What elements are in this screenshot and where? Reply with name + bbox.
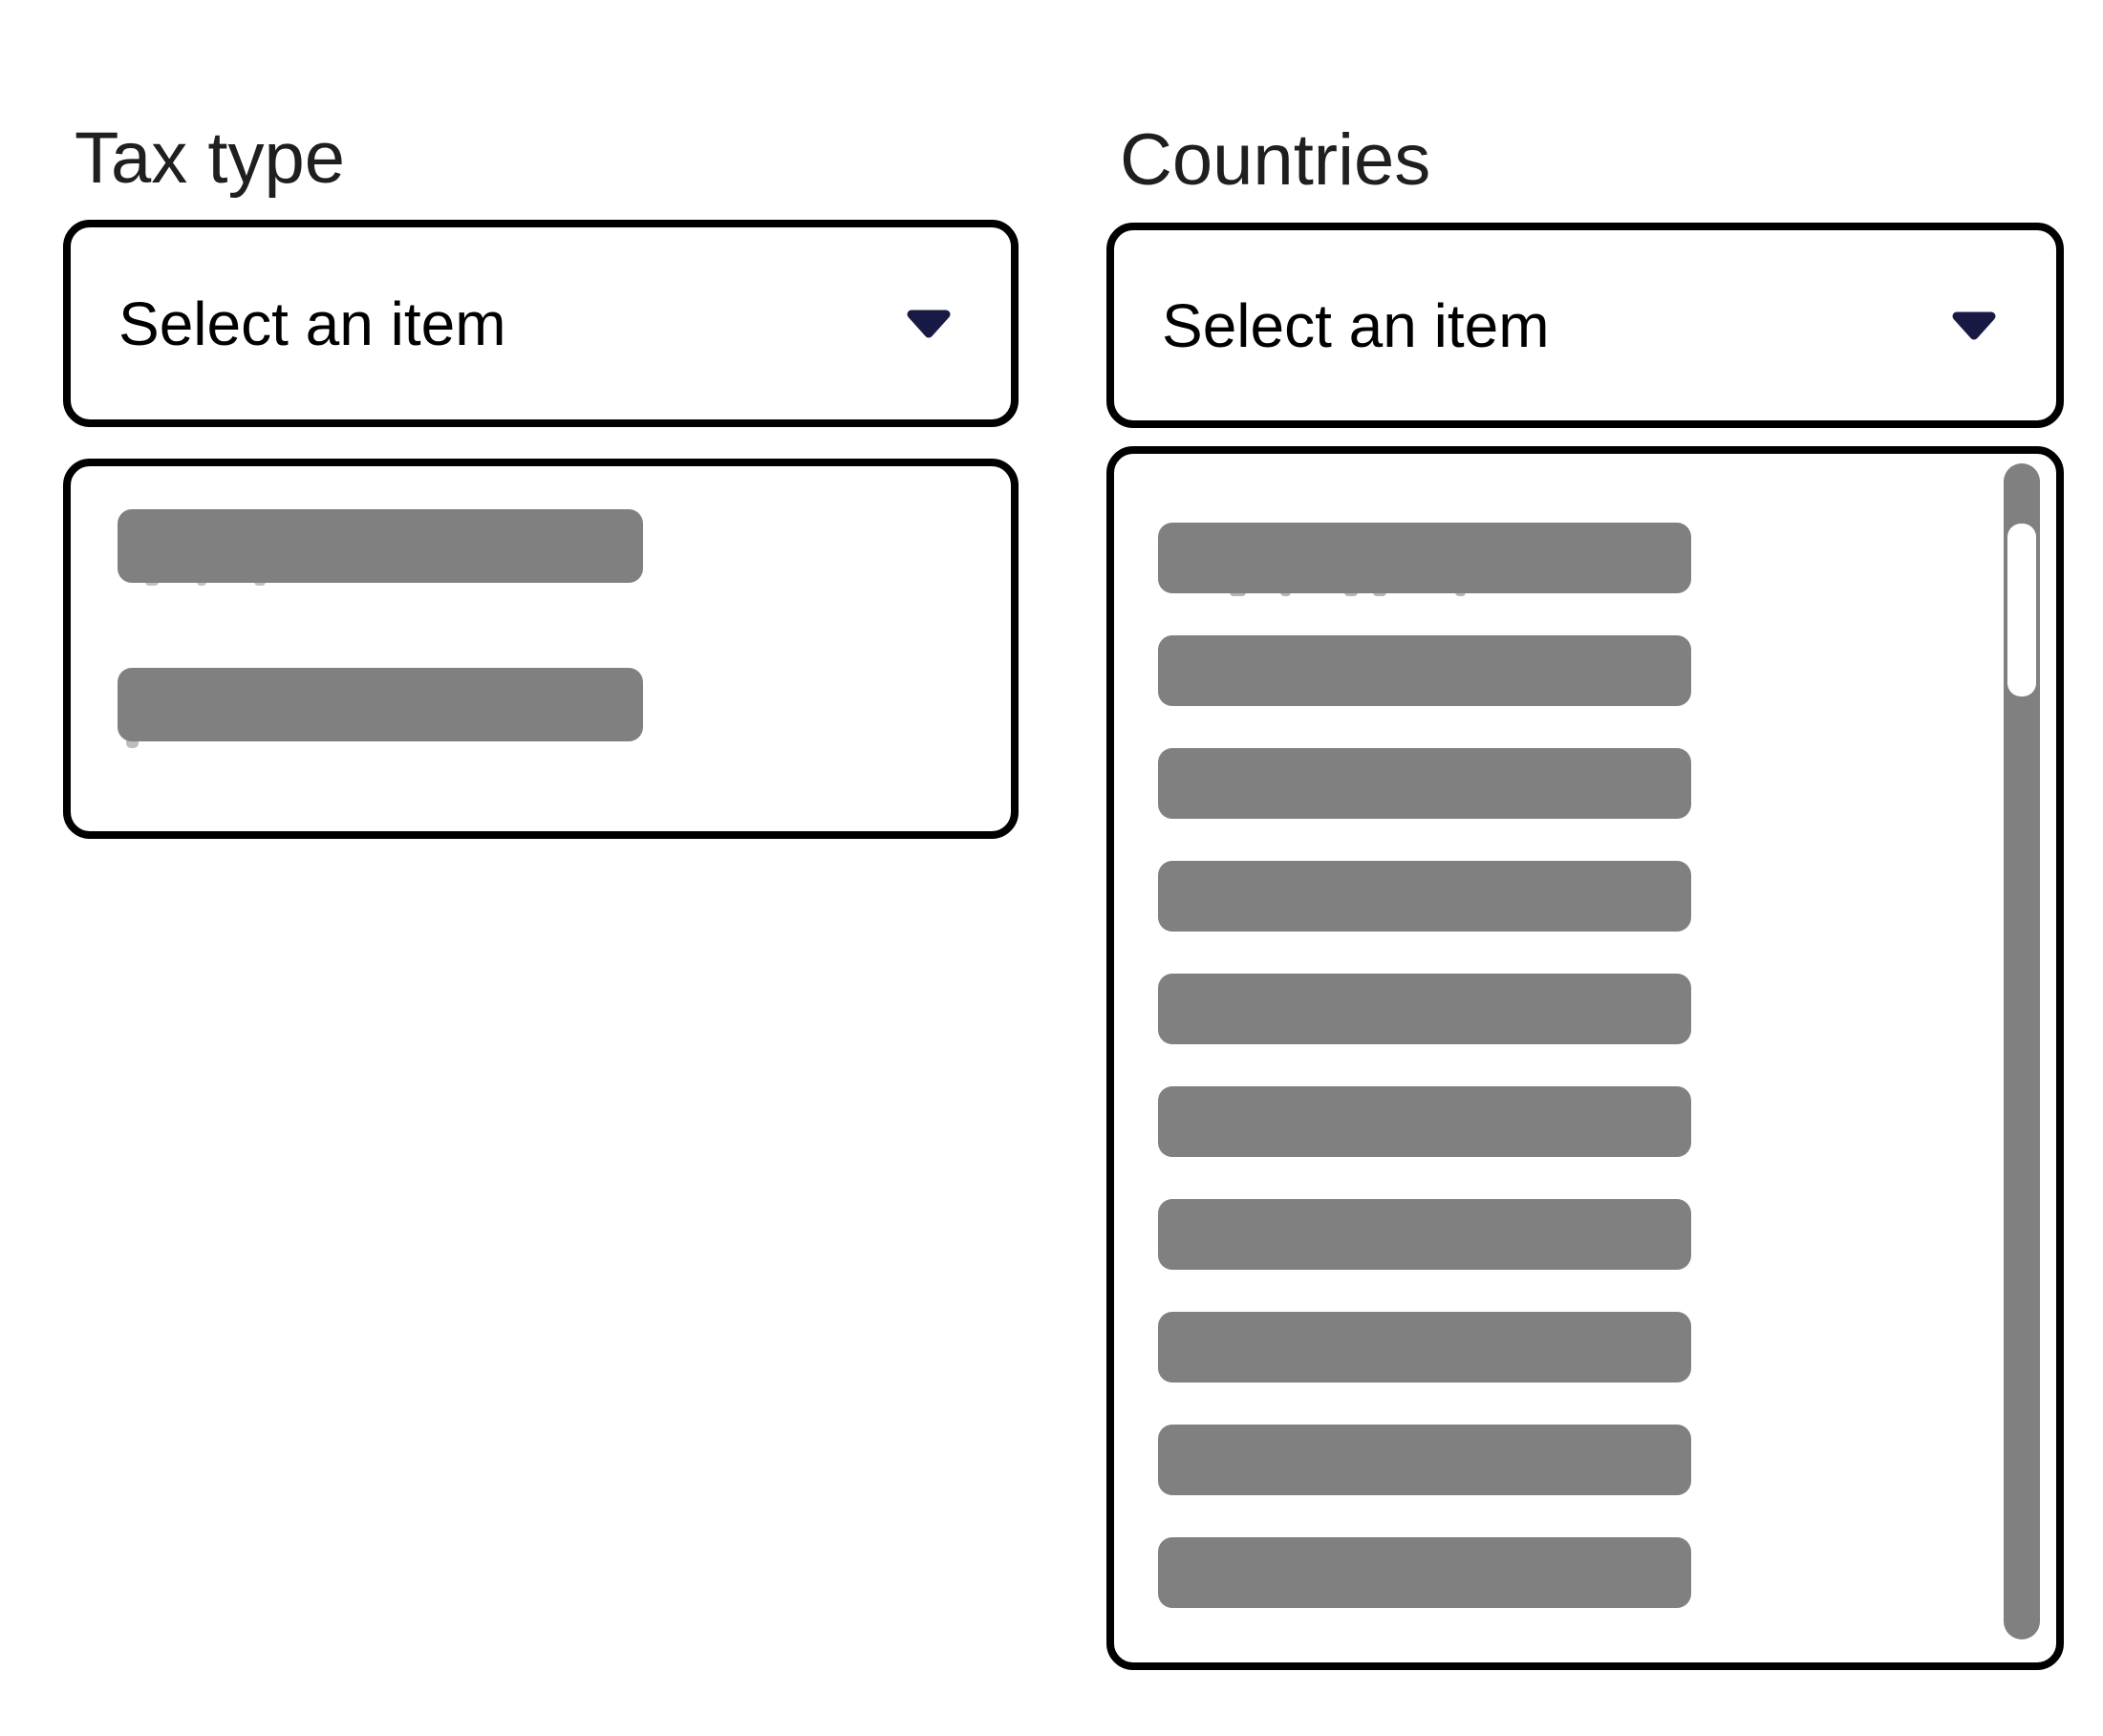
- option-item-placeholder[interactable]: [118, 668, 643, 741]
- option-item-placeholder[interactable]: [1158, 1537, 1691, 1608]
- countries-label: Countries: [1120, 119, 1431, 201]
- option-item-placeholder[interactable]: [1158, 861, 1691, 932]
- chevron-down-icon: [1951, 311, 1997, 341]
- countries-dropdown-value: Select an item: [1162, 290, 1550, 360]
- tax-type-options-list[interactable]: [63, 459, 1019, 839]
- scrollbar[interactable]: [2004, 463, 2040, 1640]
- redacted-text-fragment: [126, 740, 139, 748]
- option-item-placeholder[interactable]: [1158, 1086, 1691, 1157]
- option-item-placeholder[interactable]: [1158, 635, 1691, 706]
- tax-type-label: Tax type: [75, 118, 346, 199]
- tax-type-dropdown-value: Select an item: [118, 289, 506, 358]
- option-item-placeholder[interactable]: [1158, 1425, 1691, 1495]
- option-item-placeholder[interactable]: [1158, 1199, 1691, 1270]
- option-item-placeholder[interactable]: [1158, 748, 1691, 819]
- option-item-placeholder[interactable]: [1158, 974, 1691, 1044]
- scrollbar-thumb[interactable]: [2007, 524, 2036, 697]
- option-item-placeholder[interactable]: [1158, 523, 1691, 593]
- option-item-placeholder[interactable]: [118, 509, 643, 583]
- countries-dropdown[interactable]: Select an item: [1106, 223, 2064, 428]
- chevron-down-icon: [906, 309, 952, 339]
- countries-options-list[interactable]: [1106, 446, 2064, 1670]
- tax-type-dropdown[interactable]: Select an item: [63, 220, 1019, 427]
- option-item-placeholder[interactable]: [1158, 1312, 1691, 1382]
